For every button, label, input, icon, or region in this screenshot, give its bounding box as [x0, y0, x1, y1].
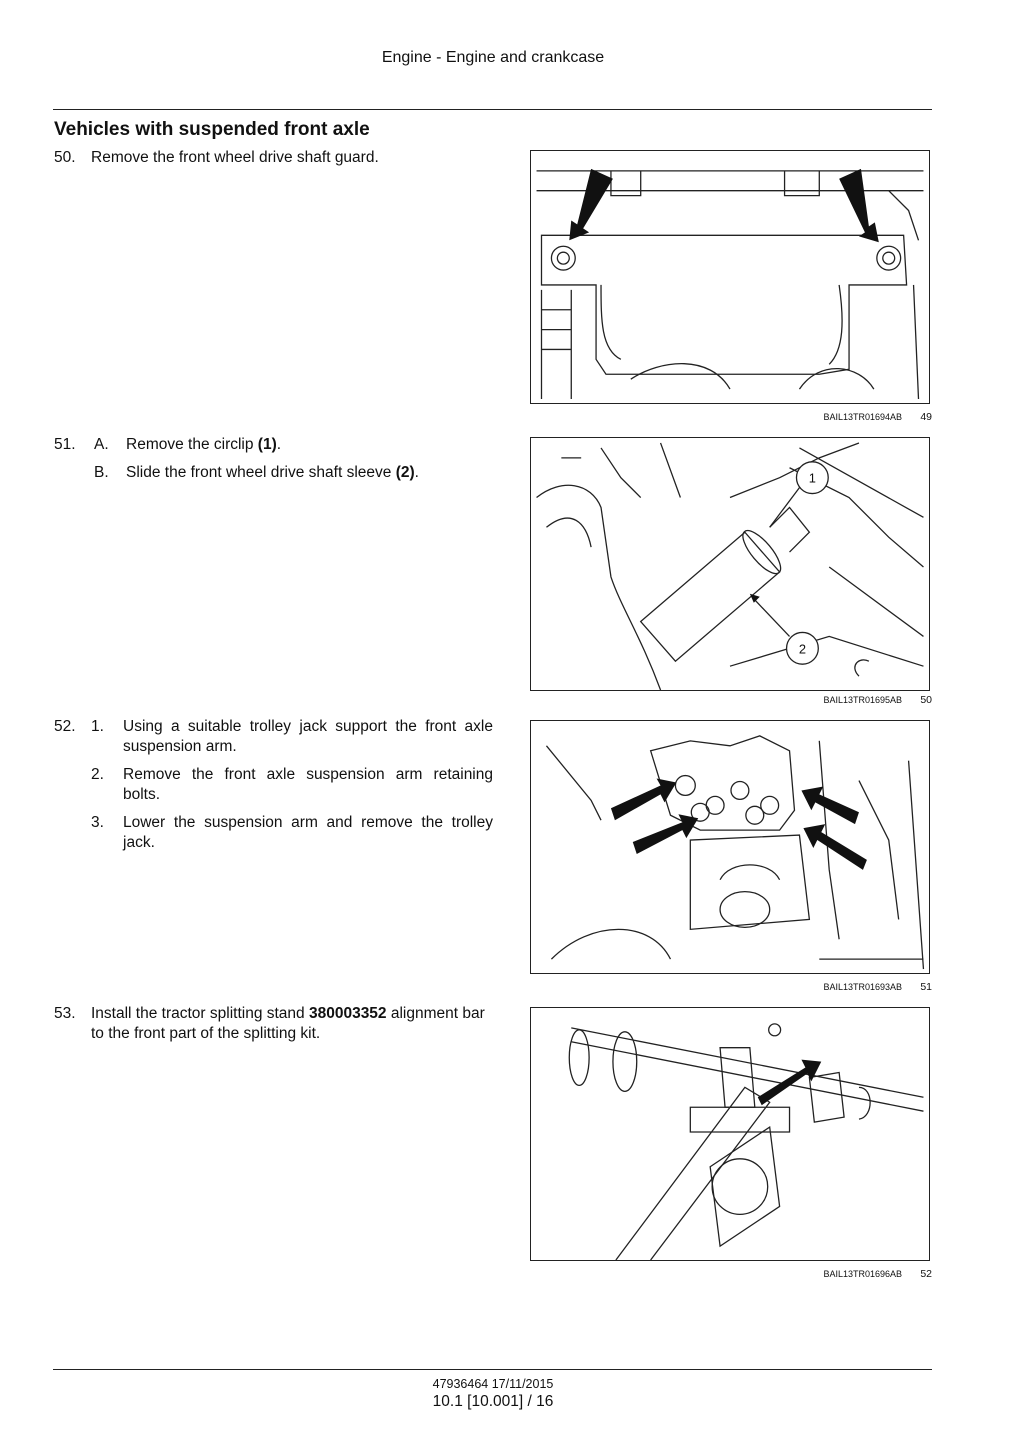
figure-suspension-bolts: [530, 720, 930, 974]
item-marker: 1.: [91, 718, 104, 735]
figure-number: 51: [920, 981, 932, 993]
figure-code: BAIL13TR01693AB: [823, 982, 902, 992]
item-marker: A.: [94, 436, 109, 453]
callout-1: 1: [769, 461, 829, 528]
callout-label: 1: [809, 471, 816, 486]
step-number: 51.: [54, 436, 76, 453]
figure-code: BAIL13TR01696AB: [823, 1269, 902, 1279]
alignment-bar-illustration: [568, 1023, 924, 1260]
item-text: Remove the front axle suspension arm ret…: [123, 766, 493, 803]
arrow-icon: [569, 168, 613, 241]
callout-label: 2: [799, 641, 806, 656]
arrow-icon: [632, 814, 699, 854]
circlip-sleeve-illustration: 1 2: [536, 442, 924, 690]
step-text: Install the tractor splitting stand 3800…: [91, 1005, 485, 1042]
callout-2: 2: [749, 593, 819, 665]
shaft-guard-illustration: [536, 168, 924, 400]
arrow-icon: [839, 168, 879, 243]
footer-doc-id: 47936464 17/11/2015: [432, 1377, 554, 1391]
step-number: 52.: [54, 718, 76, 735]
figure-shaft-guard: [530, 150, 930, 404]
item-text: Slide the front wheel drive shaft sleeve…: [126, 464, 419, 481]
item-marker: 2.: [91, 766, 104, 783]
header-rule: [53, 109, 932, 110]
item-marker: B.: [94, 464, 109, 481]
figure-circlip-sleeve: 1 2: [530, 437, 930, 691]
figure-number: 50: [920, 694, 932, 706]
suspension-bolts-illustration: [545, 735, 925, 970]
arrow-icon: [757, 1059, 822, 1106]
arrow-icon: [749, 593, 760, 603]
figure-number: 52: [920, 1268, 932, 1280]
figure-code: BAIL13TR01695AB: [823, 695, 902, 705]
figure-code: BAIL13TR01694AB: [823, 412, 902, 422]
arrow-icon: [801, 786, 859, 825]
step-text: Remove the front wheel drive shaft guard…: [91, 149, 379, 166]
section-title: Vehicles with suspended front axle: [54, 119, 370, 140]
step-number: 53.: [54, 1005, 76, 1022]
figure-alignment-bar: [530, 1007, 930, 1261]
step-number: 50.: [54, 149, 76, 166]
item-text: Using a suitable trolley jack support th…: [123, 718, 493, 755]
page-header: Engine - Engine and crankcase: [381, 49, 605, 66]
arrow-icon: [610, 778, 677, 821]
arrow-icon: [803, 824, 867, 870]
item-marker: 3.: [91, 814, 104, 831]
figure-number: 49: [920, 411, 932, 423]
item-text: Remove the circlip (1).: [126, 436, 282, 453]
item-text: Lower the suspension arm and remove the …: [123, 814, 493, 851]
footer-page-number: 10.1 [10.001] / 16: [432, 1393, 554, 1410]
footer-rule: [53, 1369, 932, 1370]
